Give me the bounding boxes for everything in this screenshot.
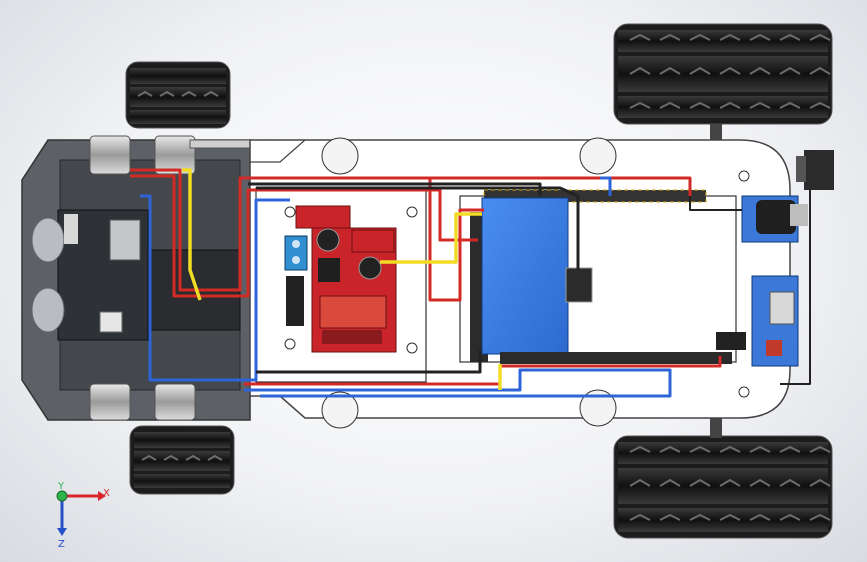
mount-hole xyxy=(321,391,359,429)
y-axis-label: Y xyxy=(57,481,65,492)
mount-hole xyxy=(321,137,359,175)
motor-driver-board xyxy=(284,205,397,353)
wiring-harness xyxy=(130,168,811,398)
bluetooth-module xyxy=(751,275,799,367)
origin-sphere-icon xyxy=(56,490,68,502)
x-axis-label: X xyxy=(103,488,110,499)
ultrasonic-sensor xyxy=(31,209,149,341)
rear-axle-top xyxy=(710,124,722,144)
axis-triad-icon: X Y Z xyxy=(56,481,110,550)
mount-hole xyxy=(579,137,617,175)
mount-hole xyxy=(579,389,617,427)
front-wheel-top xyxy=(125,61,231,129)
front-wheel-bottom xyxy=(129,425,235,495)
controller-board xyxy=(459,189,746,364)
front-motor-top-right xyxy=(154,135,196,175)
front-motor-bottom-left xyxy=(89,383,131,421)
front-motor-top-left xyxy=(89,135,131,175)
front-motor-bottom-right xyxy=(154,383,196,421)
rear-wheel-top xyxy=(613,23,833,125)
rear-connector xyxy=(796,150,834,190)
rear-axle-bottom xyxy=(710,418,722,438)
power-switch-board xyxy=(741,195,808,243)
z-axis-label: Z xyxy=(58,539,65,550)
rear-wheel-bottom xyxy=(613,435,833,539)
